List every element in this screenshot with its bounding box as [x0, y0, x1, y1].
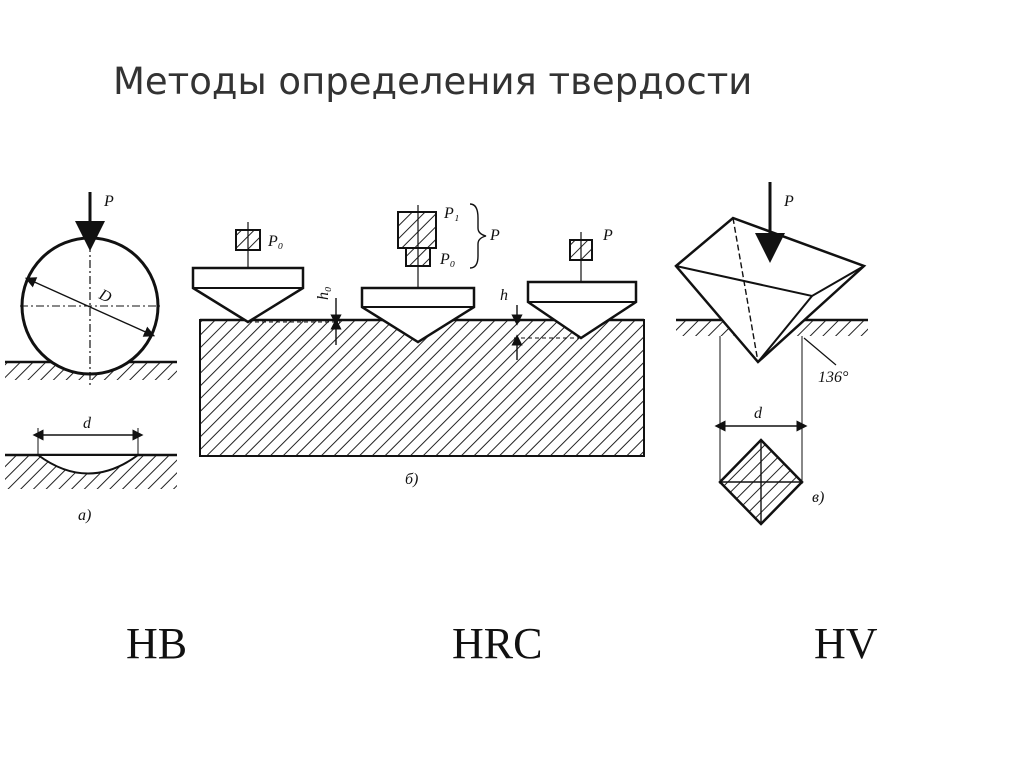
rockwell-p0-label-1: P₀	[267, 233, 283, 250]
vickers-group: P 136° d в)	[674, 182, 868, 526]
vickers-angle-label: 136°	[818, 369, 849, 386]
brinell-imprint-label: d	[83, 415, 92, 432]
rockwell-brace	[469, 203, 487, 269]
method-label-hrc: HRC	[452, 619, 543, 668]
vickers-pyramid-front-edge	[757, 295, 813, 363]
rockwell-specimen	[199, 319, 645, 457]
rockwell-h-label: h	[500, 287, 508, 304]
method-label-hv: HV	[814, 619, 878, 668]
brinell-imprint-crater	[34, 454, 142, 475]
brinell-figure-label: а)	[78, 507, 91, 524]
brinell-diameter-arrow	[24, 277, 156, 337]
rockwell-indenter-2	[360, 286, 476, 344]
rockwell-p-label: P	[602, 227, 613, 244]
rockwell-p1-label: P₁	[443, 205, 459, 222]
vickers-pyramid-hidden-edge	[732, 217, 759, 363]
rockwell-group: P₀ h₀ P₁ P₀ P P h б)	[191, 203, 645, 488]
rockwell-p0-label-2: P₀	[439, 251, 455, 268]
rockwell-h0-label: h₀	[315, 286, 332, 300]
rockwell-figure-label: б)	[405, 471, 418, 488]
rockwell-indenter-1	[191, 266, 305, 324]
vickers-force-label: P	[783, 193, 794, 210]
method-label-hb: HB	[126, 619, 188, 668]
brinell-group: P D d а)	[5, 192, 177, 524]
rockwell-total-p-label: P	[489, 227, 500, 244]
rockwell-weight-p1	[397, 211, 437, 249]
vickers-figure-label: в)	[812, 489, 824, 506]
brinell-force-label: P	[103, 193, 114, 210]
slide-title: Методы определения твердости	[113, 60, 753, 103]
rockwell-indenter-3	[526, 280, 638, 340]
vickers-imprint-label: d	[754, 405, 763, 422]
vickers-angle-leader	[803, 337, 837, 366]
